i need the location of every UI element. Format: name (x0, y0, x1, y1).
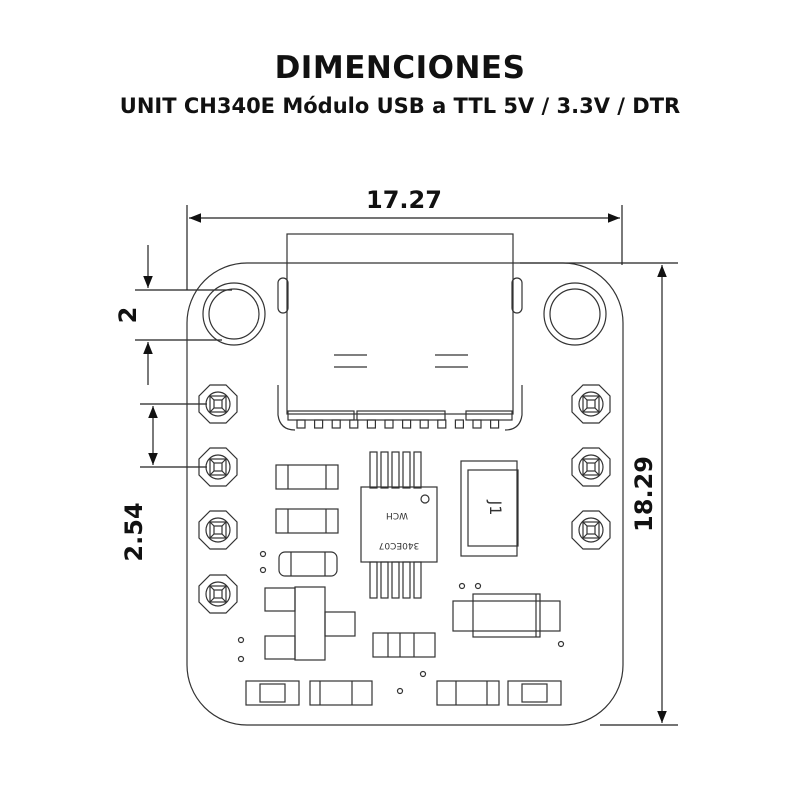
pin (369, 451, 378, 489)
height-dimension: 18.29 (520, 262, 678, 726)
usb-c-connector (277, 233, 523, 431)
pin (314, 419, 324, 429)
drawing-title: DIMENCIONES (274, 50, 526, 86)
ch340e-chip: WCH 340EC07 (360, 451, 438, 599)
chip-part-number: 340EC07 (379, 540, 420, 550)
pin (331, 419, 341, 429)
jumper-label: J1 (486, 500, 505, 516)
pin (380, 451, 389, 489)
chip-brand: WCH (386, 510, 408, 520)
width-value: 17.27 (366, 186, 442, 214)
pin (413, 451, 422, 489)
drawing-subtitle: UNIT CH340E Módulo USB a TTL 5V / 3.3V /… (119, 94, 681, 118)
pin (391, 561, 400, 599)
pin (366, 419, 376, 429)
pin (296, 419, 306, 429)
mounting-hole-left (202, 282, 266, 346)
pin (402, 419, 412, 429)
header-pads-left (198, 384, 238, 614)
mounting-hole-right (543, 282, 607, 346)
pin-pitch-dimension: 2.54 (120, 403, 207, 562)
pin (402, 451, 411, 489)
smd-components (237, 464, 565, 706)
pin (454, 419, 464, 429)
pcb-outline (186, 262, 624, 726)
hole-offset-value: 2 (114, 307, 142, 324)
pin (349, 419, 359, 429)
header-pads-right (571, 384, 611, 550)
pin-pitch-value: 2.54 (120, 502, 148, 561)
pin (384, 419, 394, 429)
height-value: 18.29 (630, 456, 658, 532)
pin (402, 561, 411, 599)
pin (413, 561, 422, 599)
pin (437, 419, 447, 429)
pin (490, 419, 500, 429)
pin (369, 561, 378, 599)
pin (472, 419, 482, 429)
pin (391, 451, 400, 489)
j1-jumper: J1 (460, 460, 519, 557)
pin (380, 561, 389, 599)
pin (419, 419, 429, 429)
hole-offset-dimension: 2 (114, 245, 232, 385)
width-dimension: 17.27 (186, 186, 623, 290)
